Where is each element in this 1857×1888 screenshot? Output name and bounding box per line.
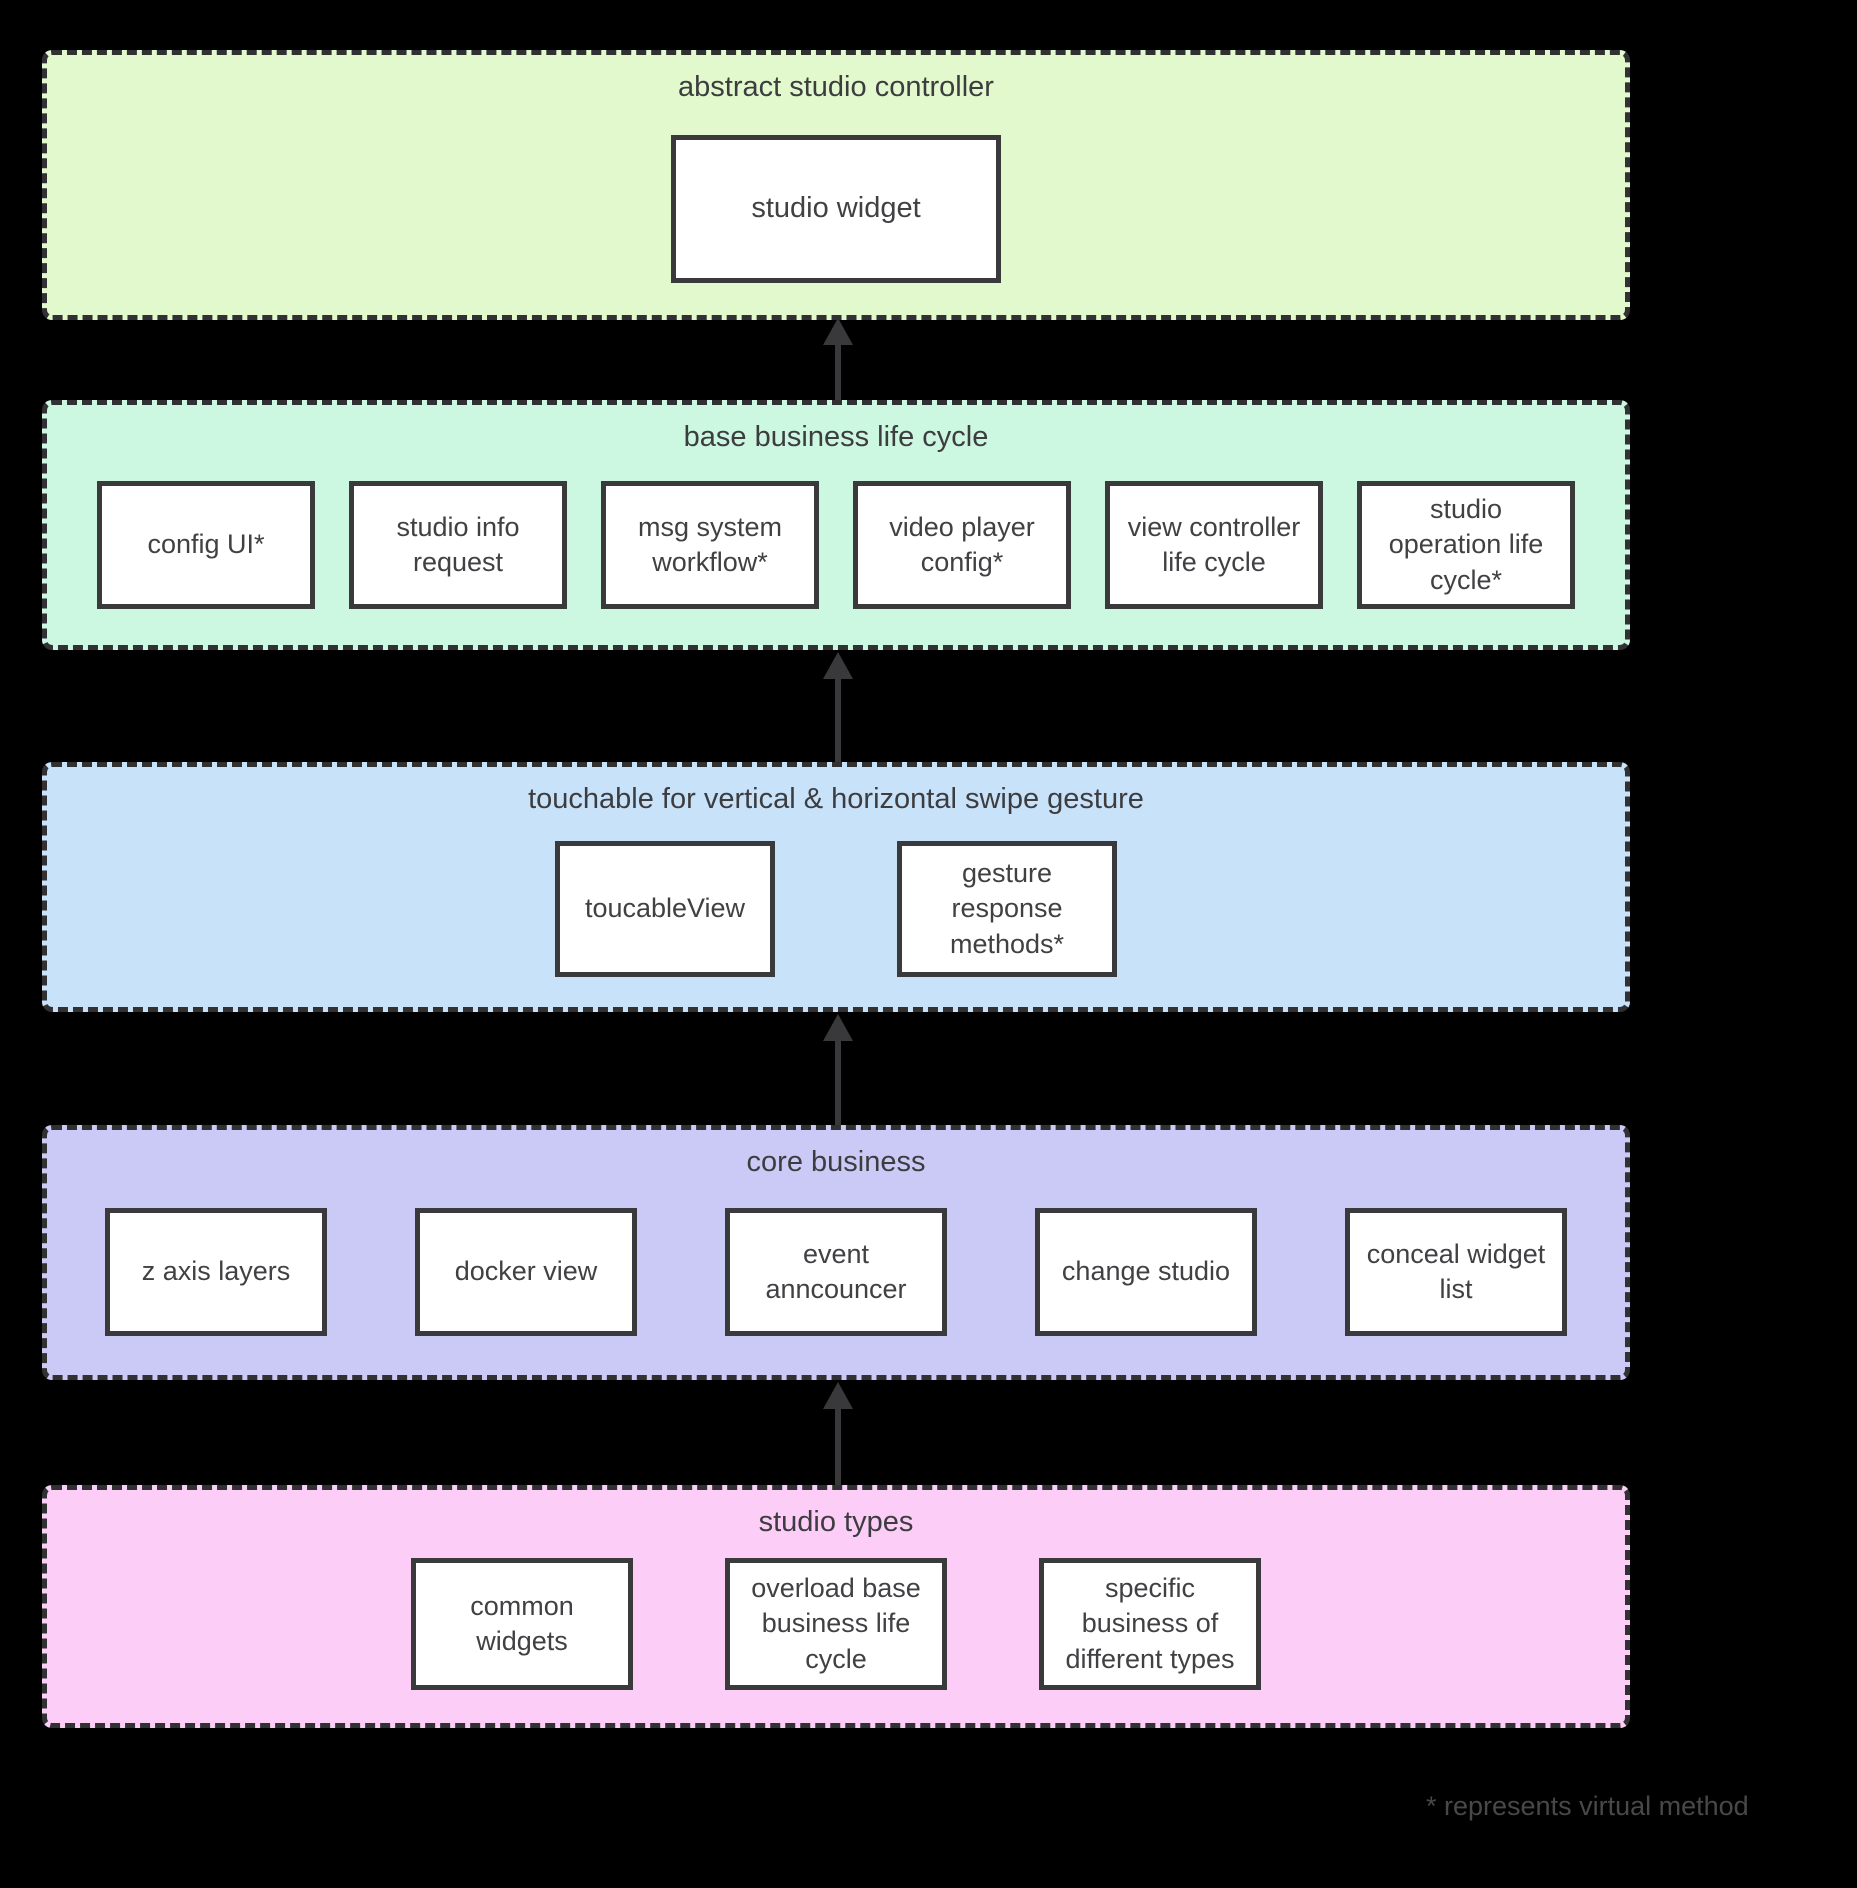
layer-core-business: core business z axis layers docker view ev… — [42, 1125, 1630, 1380]
arrow-shaft — [835, 1041, 841, 1125]
virtual-method-note: * represents virtual method — [1426, 1791, 1749, 1821]
node-toucableview: toucableView — [555, 841, 775, 977]
node-change-studio: change studio — [1035, 1208, 1257, 1336]
layer-title: base business life cycle — [683, 421, 989, 453]
layer-touchable-for-vertical-horizontal-swipe-gesture: touchable for vertical & horizontal swip… — [42, 762, 1630, 1012]
up-arrow-4 — [823, 1382, 853, 1485]
arrow-shaft — [835, 679, 841, 762]
arrow-shaft — [835, 1409, 841, 1485]
arrow-head-icon — [823, 318, 853, 345]
node-config-ui: config UI* — [97, 481, 315, 609]
node-overload-base-business-life-cycle: overload base business life cycle — [725, 1558, 947, 1690]
layer-base-business-life-cycle: base business life cycle config UI* studi… — [42, 400, 1630, 650]
node-conceal-widget-list: conceal widget list — [1345, 1208, 1567, 1336]
arrow-shaft — [835, 345, 841, 400]
layer-box-row: studio widget — [47, 135, 1625, 283]
layer-box-row: config UI* studio info request msg system … — [47, 481, 1625, 609]
node-view-controller-life-cycle: view controller life cycle — [1105, 481, 1323, 609]
node-event-anncouncer: event anncouncer — [725, 1208, 947, 1336]
arrow-head-icon — [823, 1382, 853, 1409]
up-arrow-3 — [823, 1014, 853, 1125]
arrow-head-icon — [823, 652, 853, 679]
node-common-widgets: common widgets — [411, 1558, 633, 1690]
up-arrow-1 — [823, 318, 853, 400]
layer-abstract-studio-controller: abstract studio controller studio widget — [42, 50, 1630, 320]
layer-box-row: toucableView gesture response methods* — [47, 841, 1625, 977]
layer-box-row: z axis layers docker view event anncouncer… — [47, 1208, 1625, 1336]
node-docker-view: docker view — [415, 1208, 637, 1336]
layer-title: core business — [746, 1146, 926, 1178]
node-video-player-config: video player config* — [853, 481, 1071, 609]
node-z-axis-layers: z axis layers — [105, 1208, 327, 1336]
layer-box-row: common widgets overload base business lif… — [47, 1558, 1625, 1690]
node-msg-system-workflow: msg system workflow* — [601, 481, 819, 609]
node-studio-operation-life-cycle: studio operation life cycle* — [1357, 481, 1575, 609]
node-studio-widget: studio widget — [671, 135, 1001, 283]
layer-title: touchable for vertical & horizontal swip… — [528, 783, 1144, 815]
node-specific-business-of-different-types: specific business of different types — [1039, 1558, 1261, 1690]
node-studio-info-request: studio info request — [349, 481, 567, 609]
node-gesture-response-methods: gesture response methods* — [897, 841, 1117, 977]
layer-studio-types: studio types common widgets overload base… — [42, 1485, 1630, 1728]
layer-title: abstract studio controller — [678, 71, 994, 103]
layer-title: studio types — [758, 1506, 914, 1538]
arrow-head-icon — [823, 1014, 853, 1041]
up-arrow-2 — [823, 652, 853, 762]
